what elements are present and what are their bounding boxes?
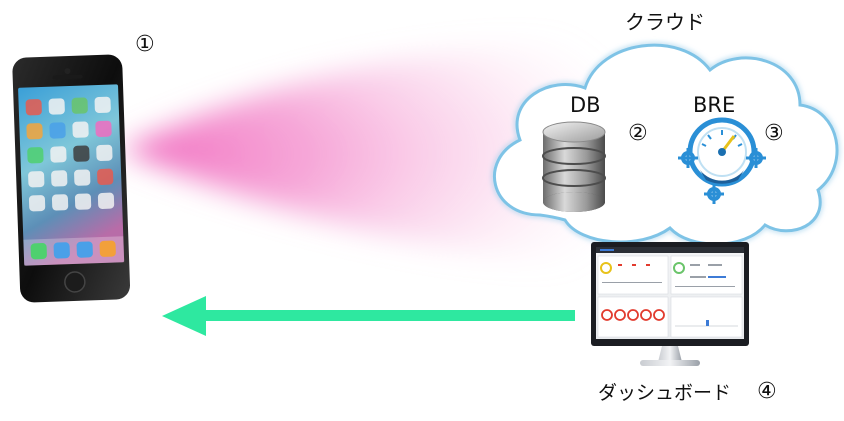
dashboard-label: ダッシュボード <box>598 382 732 404</box>
bre-gauge-icon <box>678 117 766 204</box>
dashboard-monitor-icon <box>591 242 749 366</box>
cloud-title: クラウド <box>625 10 705 34</box>
smartphone-icon <box>12 54 131 303</box>
db-label: DB <box>570 93 601 117</box>
return-arrow <box>162 296 575 336</box>
bre-label: BRE <box>693 93 736 117</box>
bre-number-label: ③ <box>764 121 784 146</box>
db-number-label: ② <box>628 121 648 146</box>
phone-number-label: ① <box>135 32 155 57</box>
dashboard-number-label: ④ <box>757 379 777 404</box>
database-icon <box>542 121 606 212</box>
data-beam <box>120 42 640 266</box>
